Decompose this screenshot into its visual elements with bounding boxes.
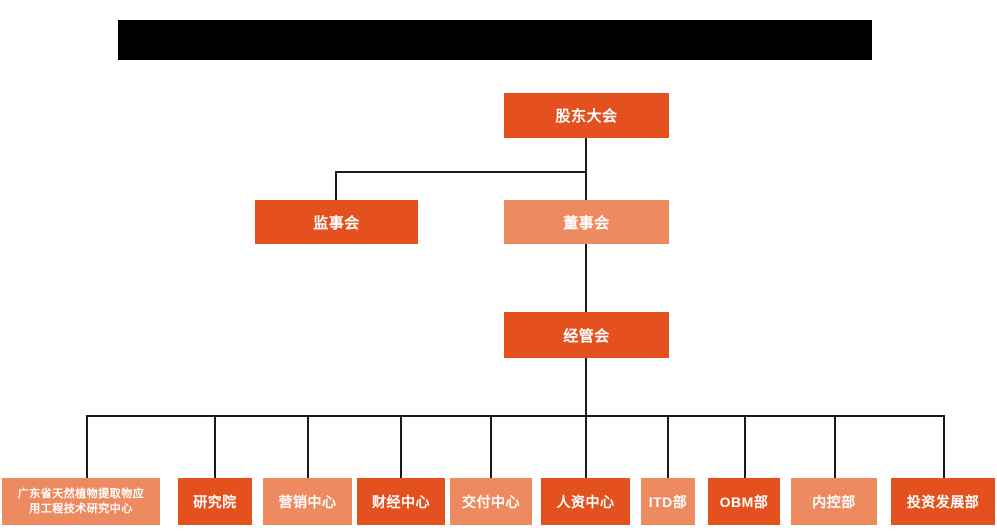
node-marketing-center[interactable]: 营销中心 bbox=[263, 478, 352, 525]
redacted-title-bar bbox=[118, 20, 872, 60]
node-label-line-1: 广东省天然植物提取物应 bbox=[17, 487, 145, 500]
connector-drop-obm-department bbox=[744, 415, 746, 478]
node-investment-development-department[interactable]: 投资发展部 bbox=[891, 478, 995, 525]
node-label-marketing-center: 营销中心 bbox=[278, 493, 337, 510]
connector-bus-level2 bbox=[335, 171, 587, 173]
connector-shareholders-to-bus bbox=[585, 138, 587, 172]
node-internal-control-department[interactable]: 内控部 bbox=[791, 478, 877, 525]
node-label-board-of-directors: 董事会 bbox=[563, 214, 610, 232]
node-delivery-center[interactable]: 交付中心 bbox=[450, 478, 532, 525]
node-label-line-2: 用工程技术研究中心 bbox=[29, 502, 133, 515]
connector-drop-research-institute bbox=[214, 415, 216, 478]
node-label-hr-center: 人资中心 bbox=[556, 493, 615, 510]
node-label-investment-development-department: 投资发展部 bbox=[906, 493, 980, 510]
node-label-obm-department: OBM部 bbox=[719, 493, 769, 510]
node-finance-center[interactable]: 财经中心 bbox=[357, 478, 445, 525]
node-label-shareholders-meeting: 股东大会 bbox=[555, 108, 618, 125]
node-shareholders-meeting[interactable]: 股东大会 bbox=[504, 93, 669, 138]
connector-drop-hr-center bbox=[585, 415, 587, 478]
node-label-gd-plant-extract-center: 广东省天然植物提取物应 用工程技术研究中心 bbox=[2, 487, 160, 517]
node-hr-center[interactable]: 人资中心 bbox=[541, 478, 630, 525]
connector-drop-investment-development-department bbox=[943, 415, 945, 478]
node-label-delivery-center: 交付中心 bbox=[462, 493, 520, 510]
connector-drop-internal-control-department bbox=[834, 415, 836, 478]
node-label-finance-center: 财经中心 bbox=[372, 493, 430, 510]
connector-bus-level4 bbox=[86, 415, 944, 417]
node-label-research-institute: 研究院 bbox=[193, 493, 237, 510]
node-board-of-directors[interactable]: 董事会 bbox=[504, 200, 669, 244]
node-label-board-of-supervisors: 监事会 bbox=[313, 214, 360, 232]
connector-drop-itd-department bbox=[667, 415, 669, 478]
connector-directors-to-management bbox=[585, 244, 587, 312]
node-management-committee[interactable]: 经管会 bbox=[504, 312, 669, 358]
node-gd-plant-extract-center[interactable]: 广东省天然植物提取物应 用工程技术研究中心 bbox=[2, 478, 160, 525]
node-obm-department[interactable]: OBM部 bbox=[708, 478, 780, 525]
connector-bus-to-directors bbox=[585, 171, 587, 201]
node-label-internal-control-department: 内控部 bbox=[812, 493, 856, 510]
node-label-management-committee: 经管会 bbox=[563, 327, 610, 345]
connector-management-to-bus bbox=[585, 358, 587, 416]
node-label-itd-department: ITD部 bbox=[648, 493, 688, 510]
connector-drop-finance-center bbox=[400, 415, 402, 478]
node-itd-department[interactable]: ITD部 bbox=[641, 478, 695, 525]
node-research-institute[interactable]: 研究院 bbox=[178, 478, 252, 525]
connector-drop-marketing-center bbox=[307, 415, 309, 478]
node-board-of-supervisors[interactable]: 监事会 bbox=[255, 200, 418, 244]
connector-drop-delivery-center bbox=[490, 415, 492, 478]
connector-bus-to-supervisors bbox=[335, 171, 337, 201]
connector-drop-gd-plant-extract-center bbox=[86, 415, 88, 478]
